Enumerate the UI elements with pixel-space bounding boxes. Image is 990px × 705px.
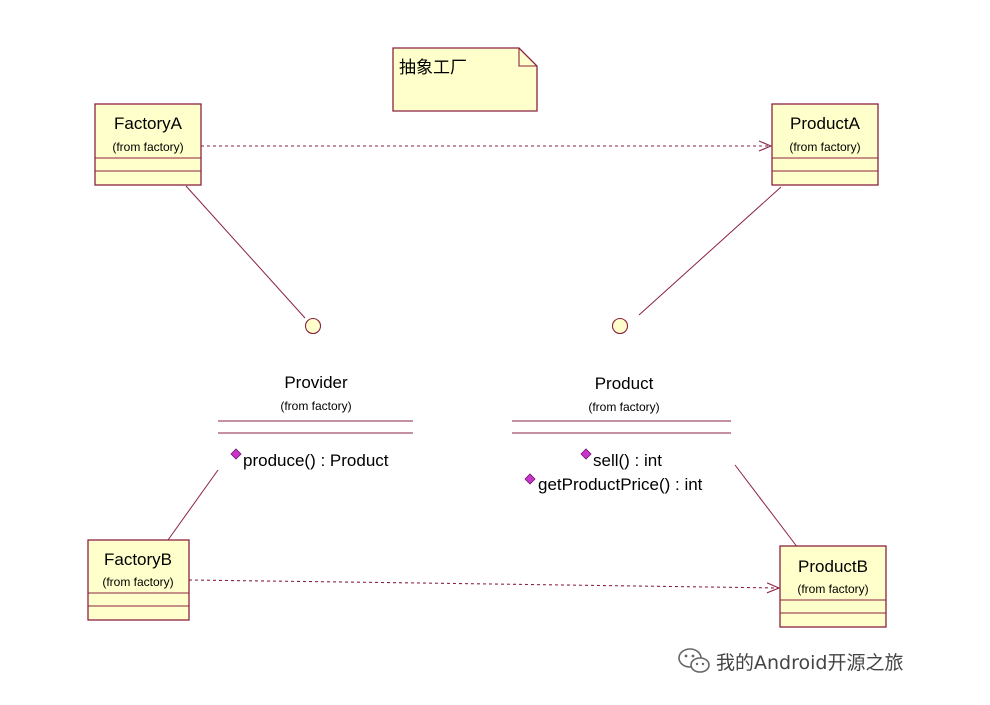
class-producta[interactable]: ProductA (from factory): [771, 103, 879, 186]
operation-icon: [230, 448, 242, 460]
product-operation-getproductprice: getProductPrice() : int: [538, 475, 703, 494]
producta-package: (from factory): [789, 140, 860, 154]
realization-factoryb-provider: [167, 469, 219, 541]
factoryb-package: (from factory): [102, 575, 173, 589]
provider-operation-produce: produce() : Product: [243, 451, 389, 470]
class-factoryb[interactable]: FactoryB (from factory): [87, 539, 190, 621]
note-text: 抽象工厂: [399, 58, 467, 78]
watermark-text: 我的Android开源之旅: [716, 651, 904, 674]
watermark: 我的Android开源之旅: [676, 646, 903, 676]
note-abstract-factory[interactable]: 抽象工厂: [392, 47, 538, 112]
class-factorya[interactable]: FactoryA (from factory): [94, 103, 202, 186]
class-productb[interactable]: ProductB (from factory): [779, 545, 887, 628]
operation-icon: [580, 448, 592, 460]
productb-name: ProductB: [798, 557, 868, 576]
producta-name: ProductA: [790, 114, 861, 133]
factorya-name: FactoryA: [114, 114, 183, 133]
realization-productb-product: [734, 464, 799, 549]
provider-name: Provider: [284, 373, 348, 392]
provider-lollipop-icon: [304, 317, 322, 335]
interface-provider[interactable]: Provider (from factory) produce() : Prod…: [218, 373, 413, 470]
product-name: Product: [595, 374, 654, 393]
factoryb-name: FactoryB: [104, 550, 172, 569]
dependency-factoryb-productb: [188, 579, 779, 588]
product-package: (from factory): [588, 400, 659, 414]
factorya-package: (from factory): [112, 140, 183, 154]
provider-package: (from factory): [280, 399, 351, 413]
product-lollipop-icon: [611, 317, 629, 335]
operation-icon: [524, 473, 536, 485]
productb-package: (from factory): [797, 582, 868, 596]
realization-producta-product: [638, 186, 782, 316]
product-operation-sell: sell() : int: [593, 451, 662, 470]
wechat-icon: [678, 648, 710, 673]
realization-factorya-provider: [185, 185, 306, 319]
interface-product[interactable]: Product (from factory) sell() : int getP…: [512, 374, 731, 494]
